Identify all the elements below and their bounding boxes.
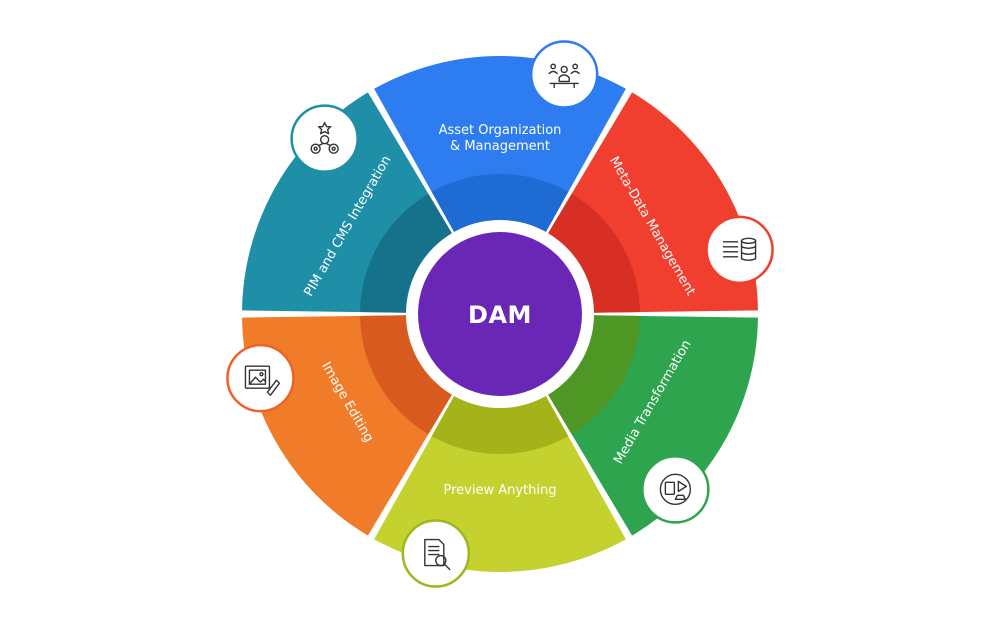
integration-gears-icon [290, 104, 359, 173]
document-search-icon [401, 519, 471, 588]
people-network-icon [529, 40, 599, 109]
icon-badge [401, 519, 471, 588]
icon-badge [290, 104, 359, 173]
segment-label-preview: Preview Anything [443, 483, 556, 498]
segment-inner-pim [360, 193, 453, 313]
icon-badge [705, 215, 774, 285]
segment-label-line: & Management [450, 139, 550, 154]
segment-inner-image [360, 315, 453, 435]
icon-badge [226, 343, 295, 413]
center-label: DAM [468, 301, 532, 329]
segment-inner-preview [431, 394, 569, 454]
database-list-icon [705, 215, 774, 285]
segment-label-line: Preview Anything [443, 483, 556, 498]
segment-label-line: Asset Organization [439, 123, 562, 138]
icon-badge [641, 455, 710, 524]
segment-label-asset: Asset Organization& Management [439, 123, 562, 154]
segment-inner-asset [431, 173, 569, 234]
segment-inner-media [547, 315, 640, 435]
center-circle [418, 232, 582, 396]
segment-inner-meta [547, 193, 640, 313]
image-edit-icon [226, 343, 295, 413]
media-transform-icon [641, 455, 710, 524]
